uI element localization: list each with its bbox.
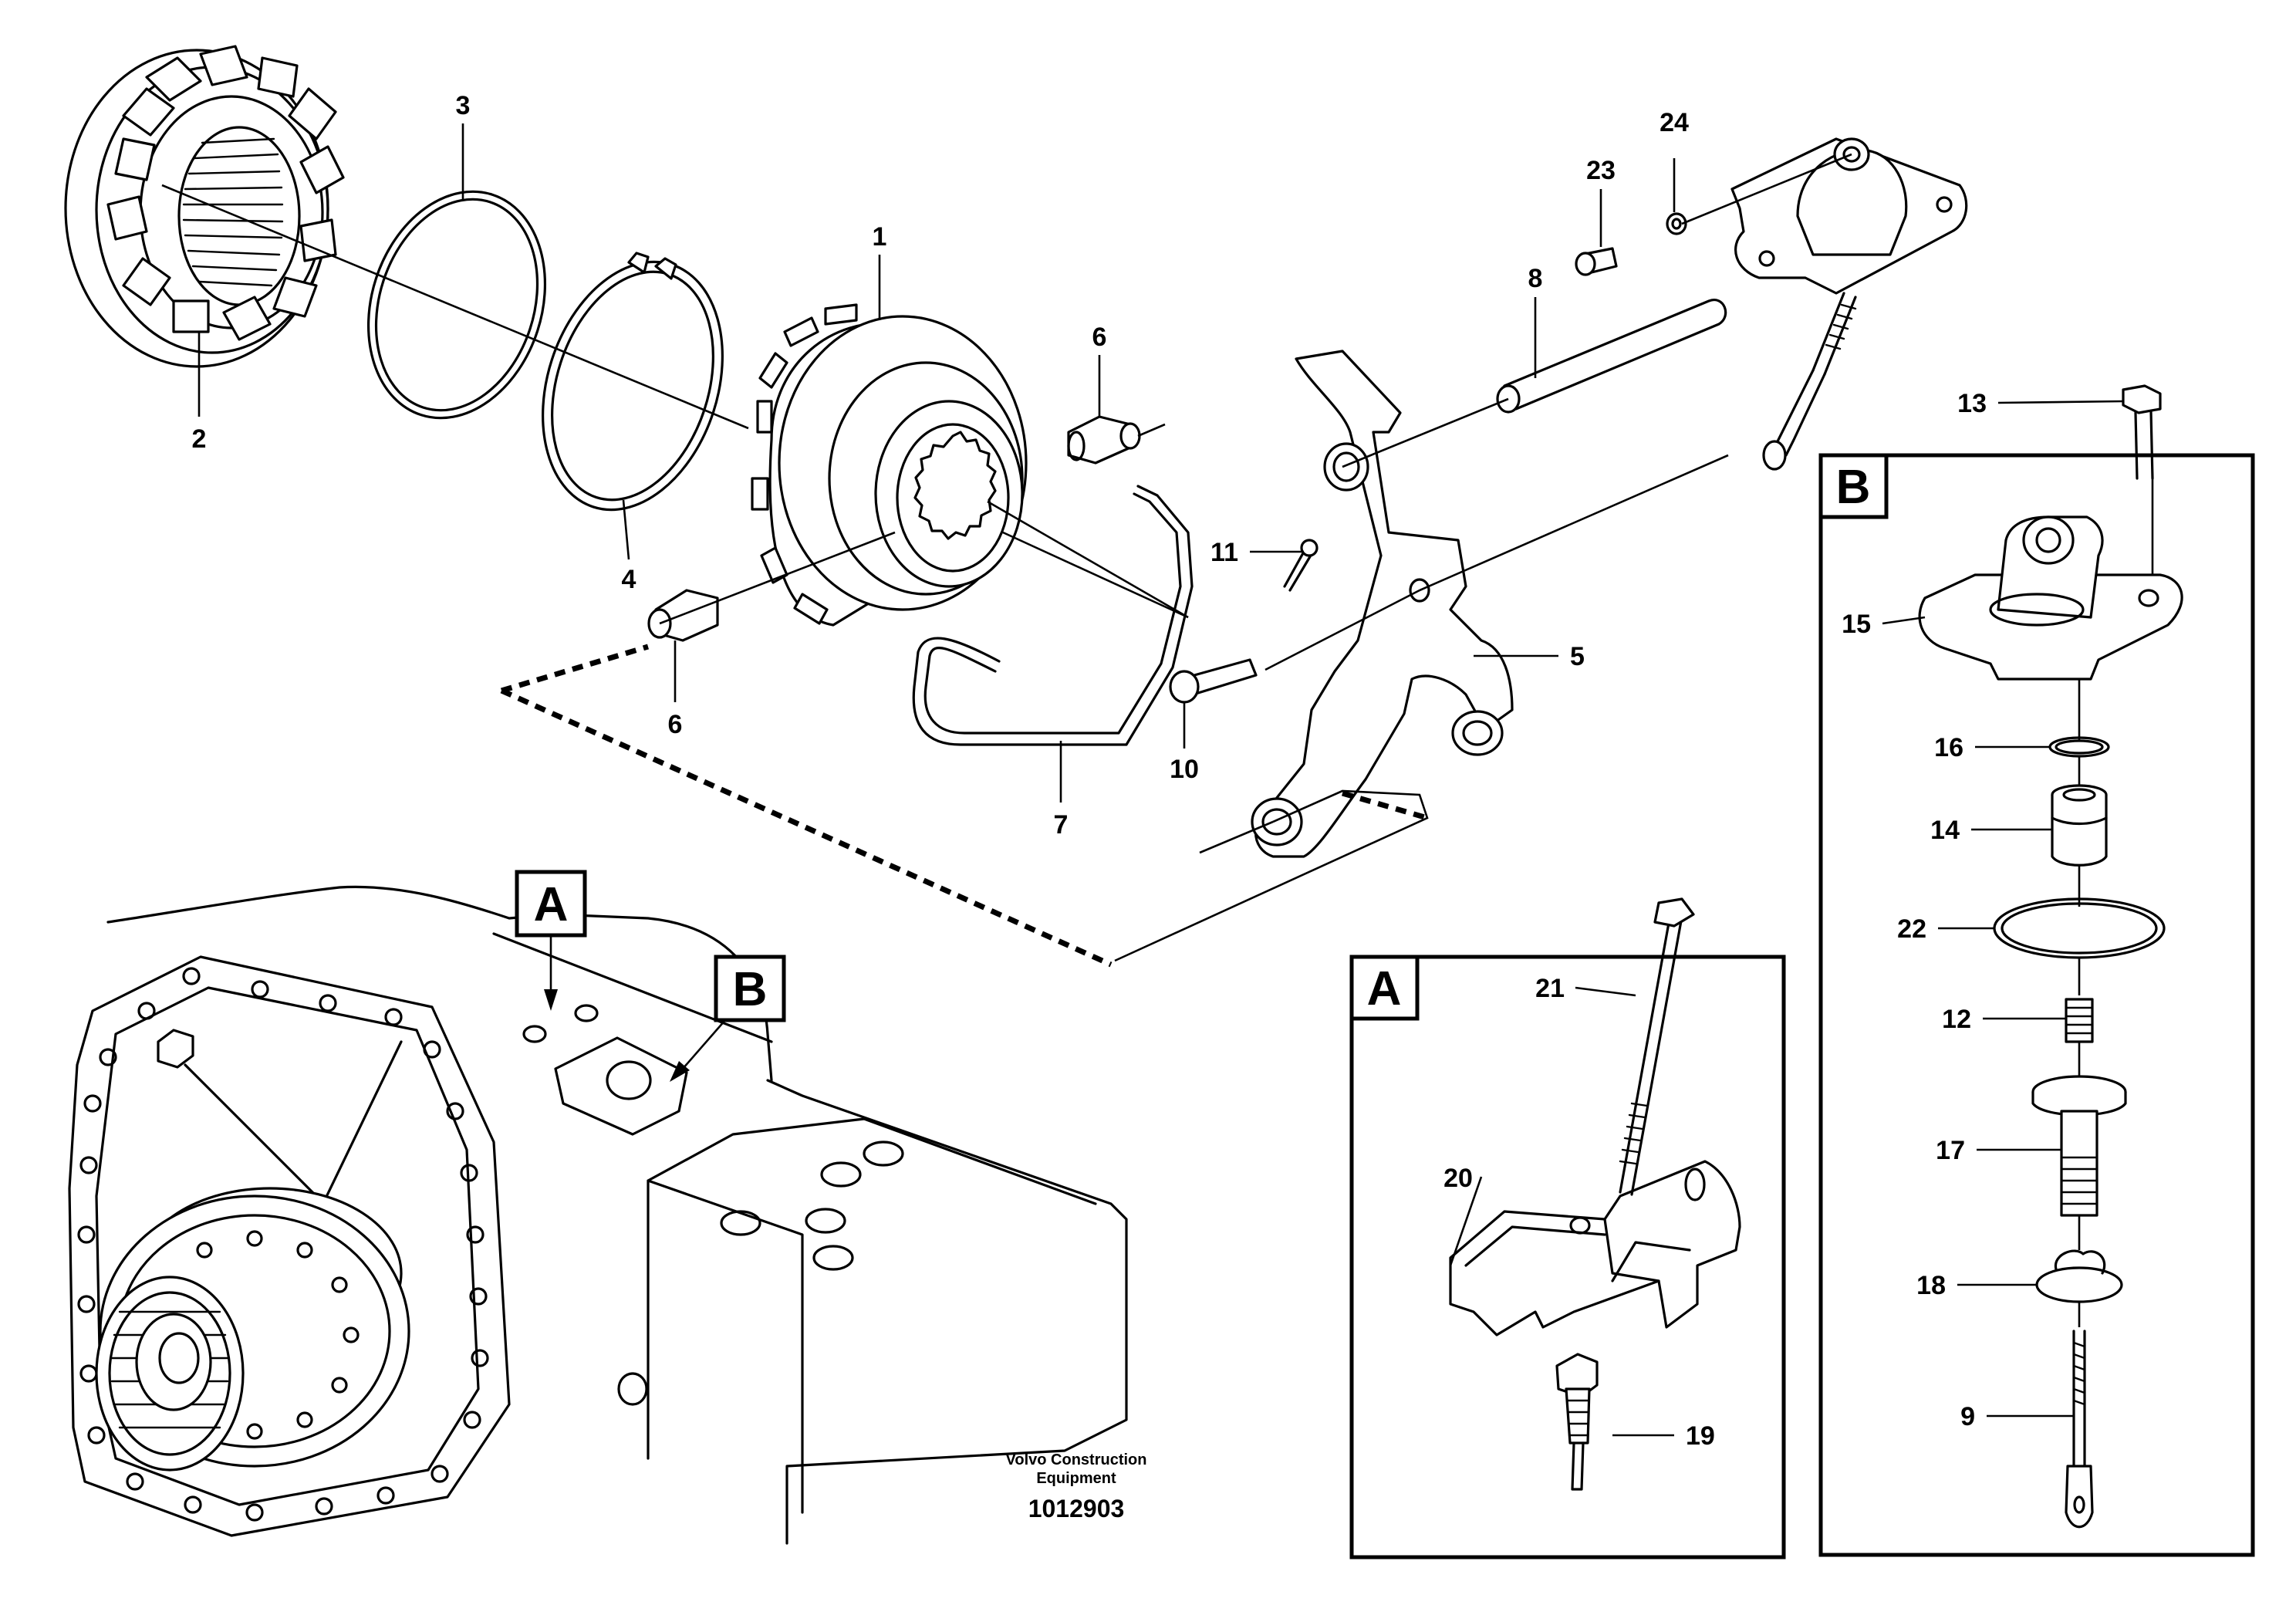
callout-16: 16 — [1934, 733, 1963, 762]
part-6-lower-pin — [647, 589, 719, 642]
callout-14: 14 — [1930, 816, 1960, 845]
callout-12: 12 — [1942, 1005, 1971, 1034]
callout-2: 2 — [192, 424, 207, 454]
callout-13: 13 — [1957, 389, 1987, 418]
callout-15: 15 — [1842, 610, 1871, 639]
part-15-cover-assembly-top — [1730, 137, 1968, 471]
callout-3: 3 — [456, 91, 471, 120]
detail-marker-a: A — [515, 870, 587, 1011]
callout-leaders — [198, 123, 2124, 1437]
part-11-cotter-pin — [1283, 539, 1319, 592]
callout-22: 22 — [1897, 914, 1926, 944]
part-24-washer — [1666, 212, 1687, 235]
part-4-snap-ring — [542, 252, 724, 512]
callout-6-upper: 6 — [1092, 323, 1107, 352]
callout-6-lower: 6 — [668, 710, 683, 739]
part-2-clutch-sleeve — [64, 45, 345, 368]
callout-9: 9 — [1960, 1402, 1975, 1431]
callout-20: 20 — [1443, 1164, 1473, 1193]
part-23-screw — [1575, 247, 1618, 276]
callout-18: 18 — [1916, 1271, 1946, 1300]
callout-23: 23 — [1586, 156, 1616, 185]
detail-panel-b: B — [1818, 384, 2255, 1557]
callout-19: 19 — [1686, 1421, 1715, 1451]
callout-numbers: 1 2 3 4 5 6 6 7 8 9 10 11 12 13 14 15 16… — [192, 91, 1987, 1451]
callout-7: 7 — [1054, 810, 1069, 840]
callout-21: 21 — [1535, 974, 1565, 1003]
company-name-line2: Equipment — [1036, 1470, 1116, 1487]
callout-1: 1 — [873, 222, 887, 252]
svg-text:A: A — [534, 878, 569, 931]
part-8-pin — [1496, 299, 1727, 414]
company-name-line1: Volvo Construction — [1006, 1451, 1147, 1468]
svg-text:B: B — [1836, 461, 1871, 514]
detail-marker-b: B — [670, 955, 786, 1082]
part-5-shift-fork — [1251, 350, 1514, 858]
callout-8: 8 — [1528, 264, 1543, 293]
detail-panel-a: A — [1349, 897, 1786, 1559]
part-1-clutch-hub — [751, 303, 1028, 627]
svg-text:B: B — [733, 963, 768, 1016]
svg-text:A: A — [1367, 962, 1402, 1015]
assembly-lines — [161, 153, 1852, 962]
part-6-upper-pin — [1067, 415, 1141, 465]
callout-5: 5 — [1570, 642, 1585, 671]
part-10-pin — [1169, 658, 1258, 704]
axle-housing — [68, 885, 1128, 1545]
part-3-o-ring — [366, 190, 547, 420]
callout-4: 4 — [622, 565, 636, 594]
drawing-number: 1012903 — [1028, 1495, 1125, 1522]
callout-24: 24 — [1660, 108, 1689, 137]
callout-17: 17 — [1936, 1136, 1965, 1165]
part-7-wire-spring — [912, 485, 1194, 746]
callout-10: 10 — [1170, 755, 1199, 784]
dashed-assembly-path — [500, 644, 1428, 968]
callout-11: 11 — [1210, 538, 1238, 567]
drawing-footer: Volvo Construction Equipment 1012903 — [1006, 1451, 1147, 1522]
